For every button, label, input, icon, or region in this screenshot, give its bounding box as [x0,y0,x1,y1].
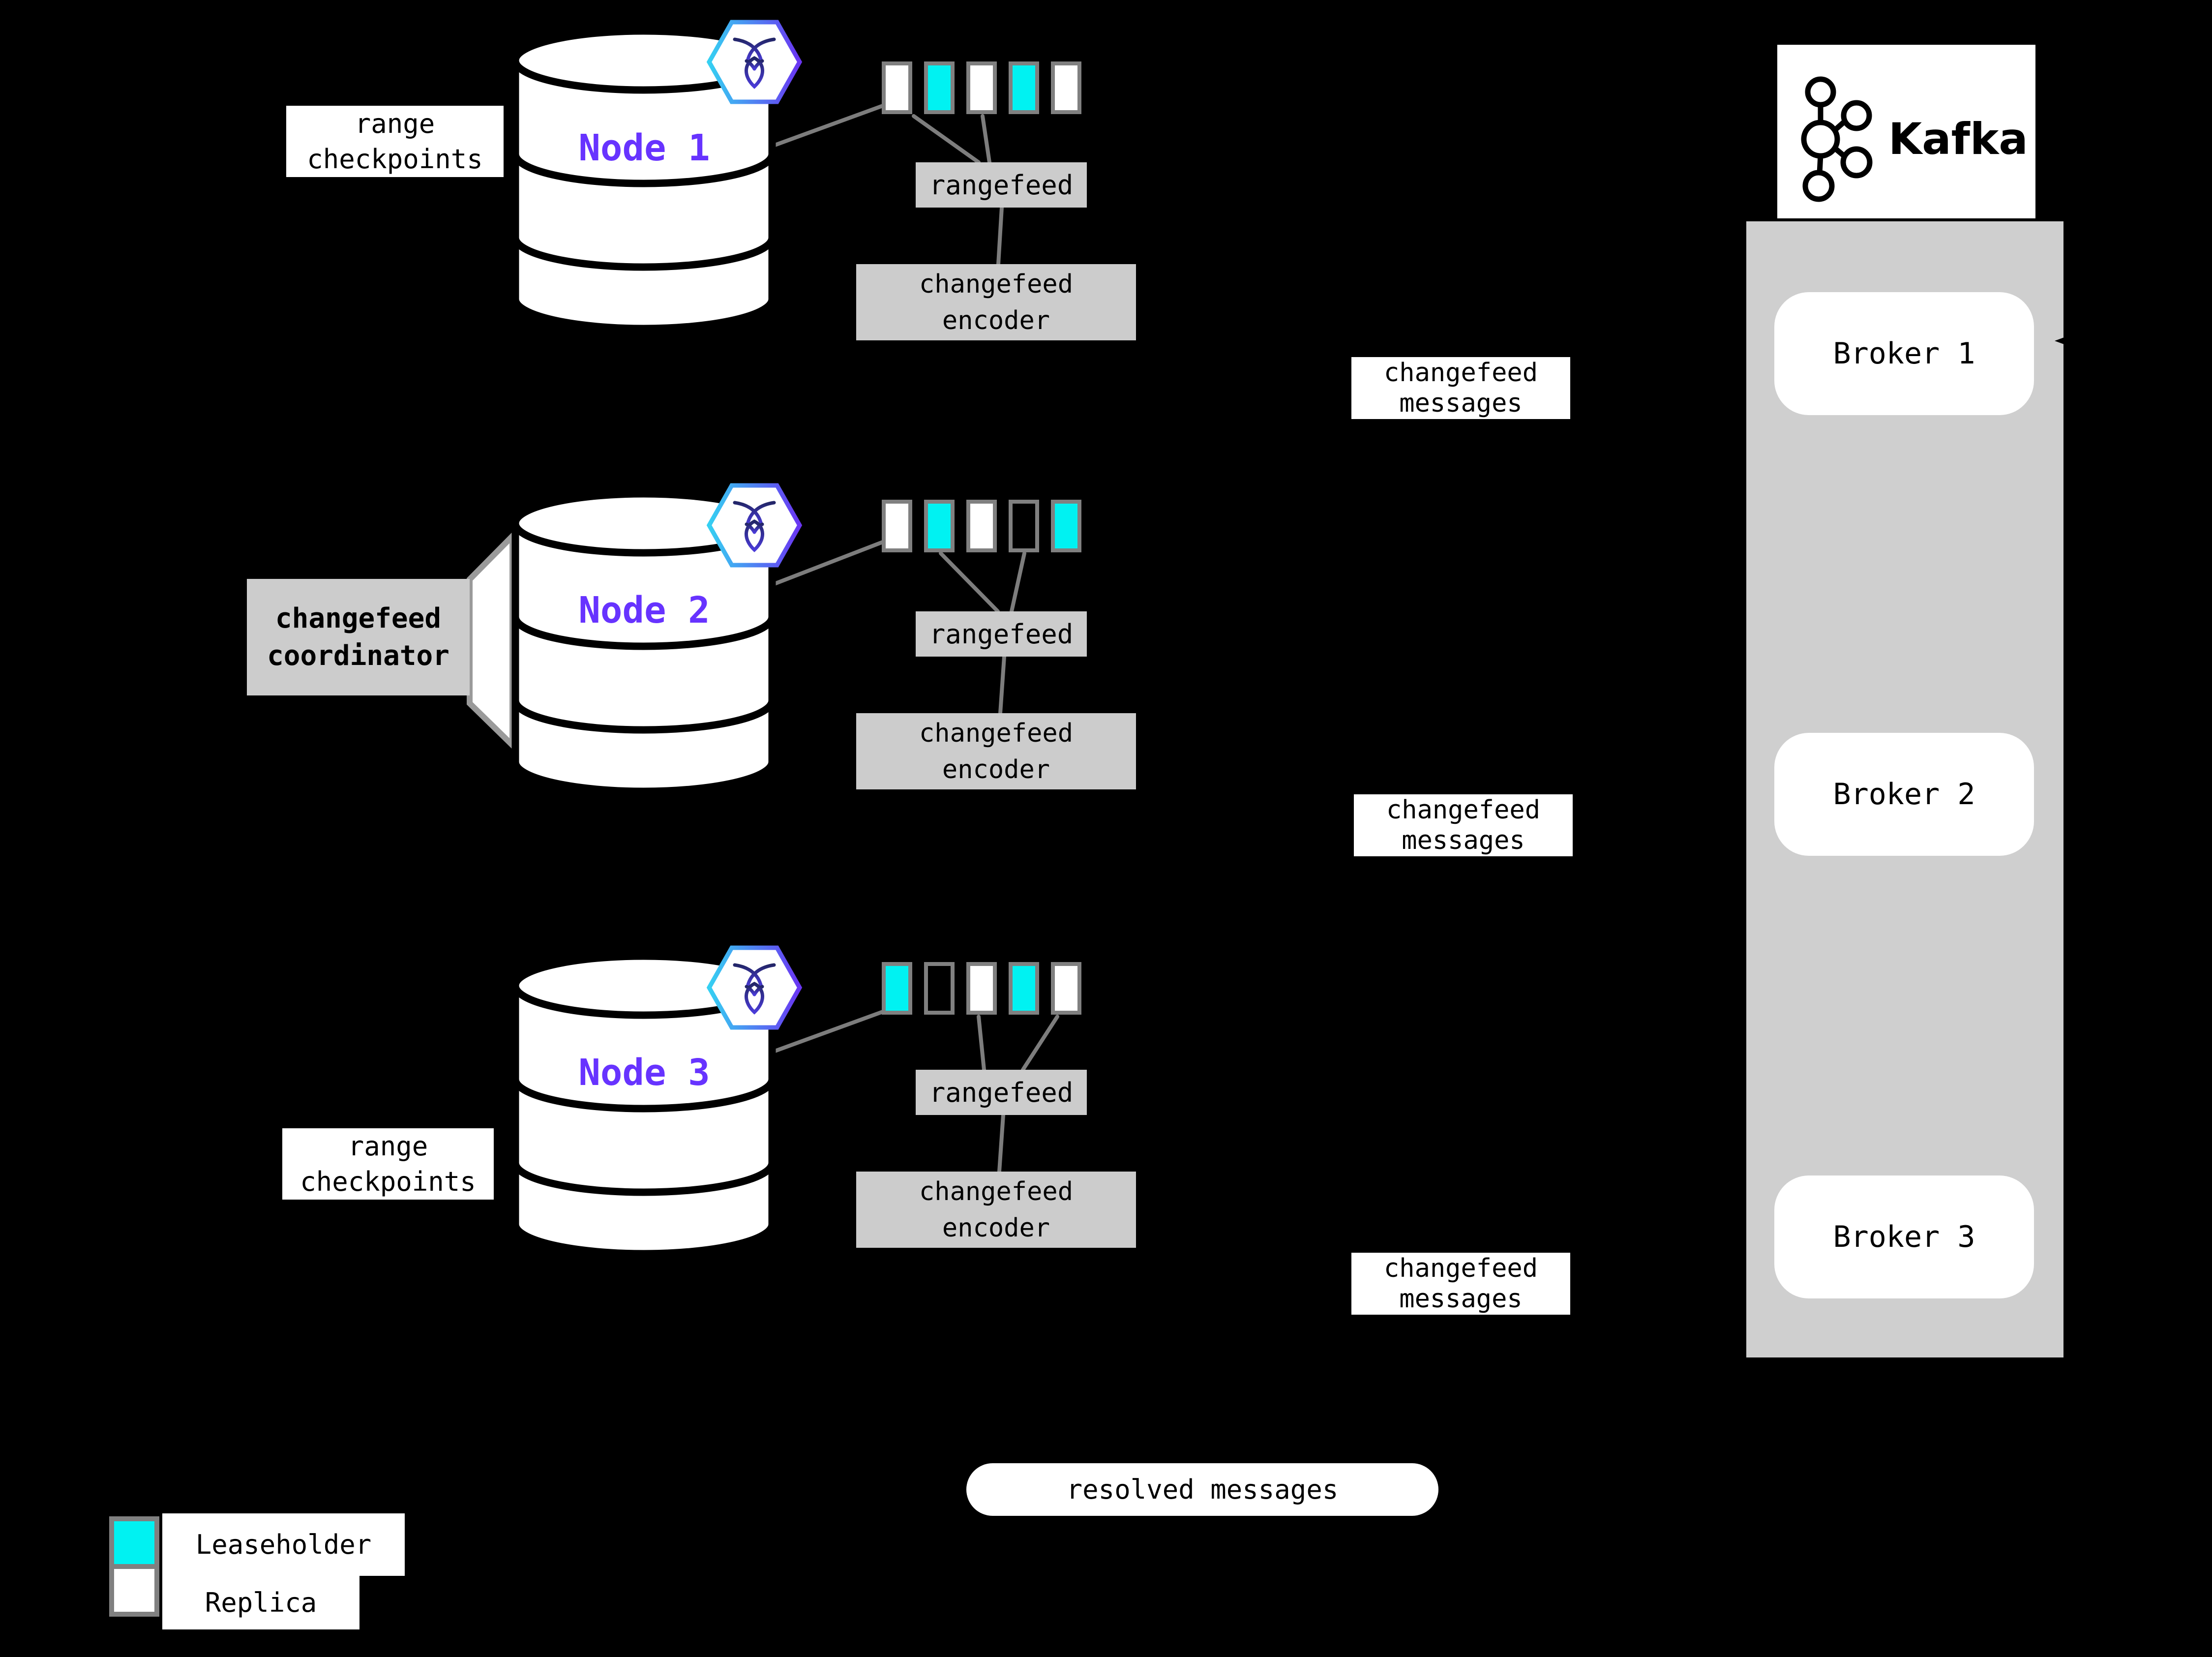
cockroachdb-logo-node1 [706,20,803,104]
node1-range-4 [1009,61,1039,114]
changefeed-messages-label-3: changefeed messages [1351,1253,1570,1315]
node1-range-3 [966,61,997,114]
node1-range-1 [882,61,912,114]
broker1-incoming-arrowhead [2055,330,2084,352]
kafka-logo-icon [1801,76,1873,202]
kafka-broker-2: Broker 2 [1774,733,2034,856]
cockroachdb-logo-node2 [706,483,803,568]
node2-range-2 [924,500,955,552]
legend-leaseholder-swatch [109,1516,159,1569]
node3-range-4 [1009,962,1039,1015]
node3-range-1 [882,962,912,1015]
node1-rangefeed-box: rangefeed [916,162,1087,208]
node-cylinders [511,27,776,1258]
kafka-broker-1: Broker 1 [1774,292,2034,415]
node2-range2-to-rangefeed-line [939,551,1000,613]
node1-cylinder [511,27,776,332]
node2-rangefeed-box: rangefeed [916,611,1087,657]
node3-to-ranges-line [766,1010,885,1055]
cockroachdb-logos [706,20,803,1030]
range-checkpoints-label-top: range checkpoints [286,106,504,177]
changefeed-coordinator-label: changefeed coordinator [247,579,470,695]
legend-leaseholder-label: Leaseholder [162,1513,405,1576]
resolved-messages-label: resolved messages [966,1463,1438,1516]
node3-changefeed-encoder-box: changefeed encoder [856,1172,1136,1248]
coordinator-callout-flag [467,529,515,753]
node3-range5-to-rangefeed-line [1021,1015,1059,1072]
node1-range3-to-rangefeed-line [981,114,991,164]
connector-lines [766,104,1059,1174]
node1-rangefeed-to-encoder-line [996,206,1004,266]
node3-cylinder [511,952,776,1258]
node2-range-1 [882,500,912,552]
node1-range1-to-rangefeed-line [912,114,981,164]
node2-changefeed-encoder-box: changefeed encoder [856,713,1136,789]
legend-replica-label: Replica [162,1576,359,1629]
node2-range-4 [1009,500,1039,552]
changefeed-messages-label-2: changefeed messages [1354,794,1573,856]
node1-range-5 [1051,61,1081,114]
changefeed-messages-label-1: changefeed messages [1351,357,1570,419]
node2-range-3 [966,500,997,552]
node2-label: Node 2 [578,589,710,632]
node3-range-3 [966,962,997,1015]
node2-range-5 [1051,500,1081,552]
legend-replica-swatch [109,1564,159,1617]
node1-label: Node 1 [578,127,710,169]
node2-range4-to-rangefeed-line [1010,551,1026,613]
kafka-broker-3: Broker 3 [1774,1175,2034,1298]
node2-to-ranges-line [766,540,885,588]
node1-changefeed-encoder-box: changefeed encoder [856,264,1136,340]
node3-range-5 [1051,962,1081,1015]
node3-label: Node 3 [578,1052,710,1094]
node3-range3-to-rangefeed-line [977,1015,986,1072]
node1-to-ranges-line [766,104,885,150]
node3-rangefeed-box: rangefeed [916,1070,1087,1115]
node3-range-2 [924,962,955,1015]
node3-rangefeed-to-encoder-line [997,1113,1005,1174]
node1-range-2 [924,61,955,114]
node2-rangefeed-to-encoder-line [998,655,1006,715]
kafka-logo: Kafka [1777,45,2035,218]
node2-cylinder [511,490,776,795]
cockroachdb-logo-node3 [706,945,803,1030]
range-checkpoints-label-bottom: range checkpoints [282,1128,494,1200]
kafka-wordmark: Kafka [1888,114,2028,164]
